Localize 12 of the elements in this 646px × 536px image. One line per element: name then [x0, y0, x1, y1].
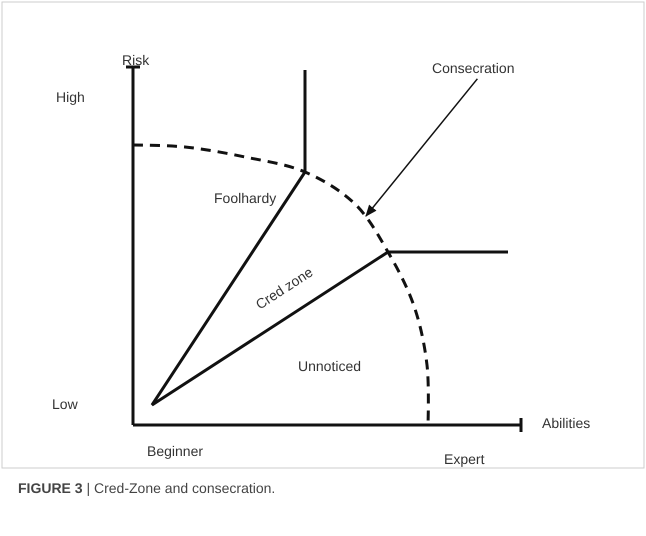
axis-title: Abilities	[542, 415, 590, 432]
figure-caption: FIGURE 3 | Cred-Zone and consecration.	[18, 480, 276, 497]
region-label: Foolhardy	[214, 190, 276, 207]
leader-arrow	[365, 78, 478, 217]
axis-value-label: Expert	[444, 451, 484, 468]
region-label: Cred zone	[252, 264, 316, 314]
axis-title: Risk	[122, 52, 150, 69]
axis-value-label: Low	[52, 396, 78, 413]
region-label: Unnoticed	[298, 358, 362, 375]
axis-value-label: High	[56, 89, 85, 106]
callout-label: Consecration	[432, 60, 514, 77]
axis-value-label: Beginner	[147, 443, 204, 460]
